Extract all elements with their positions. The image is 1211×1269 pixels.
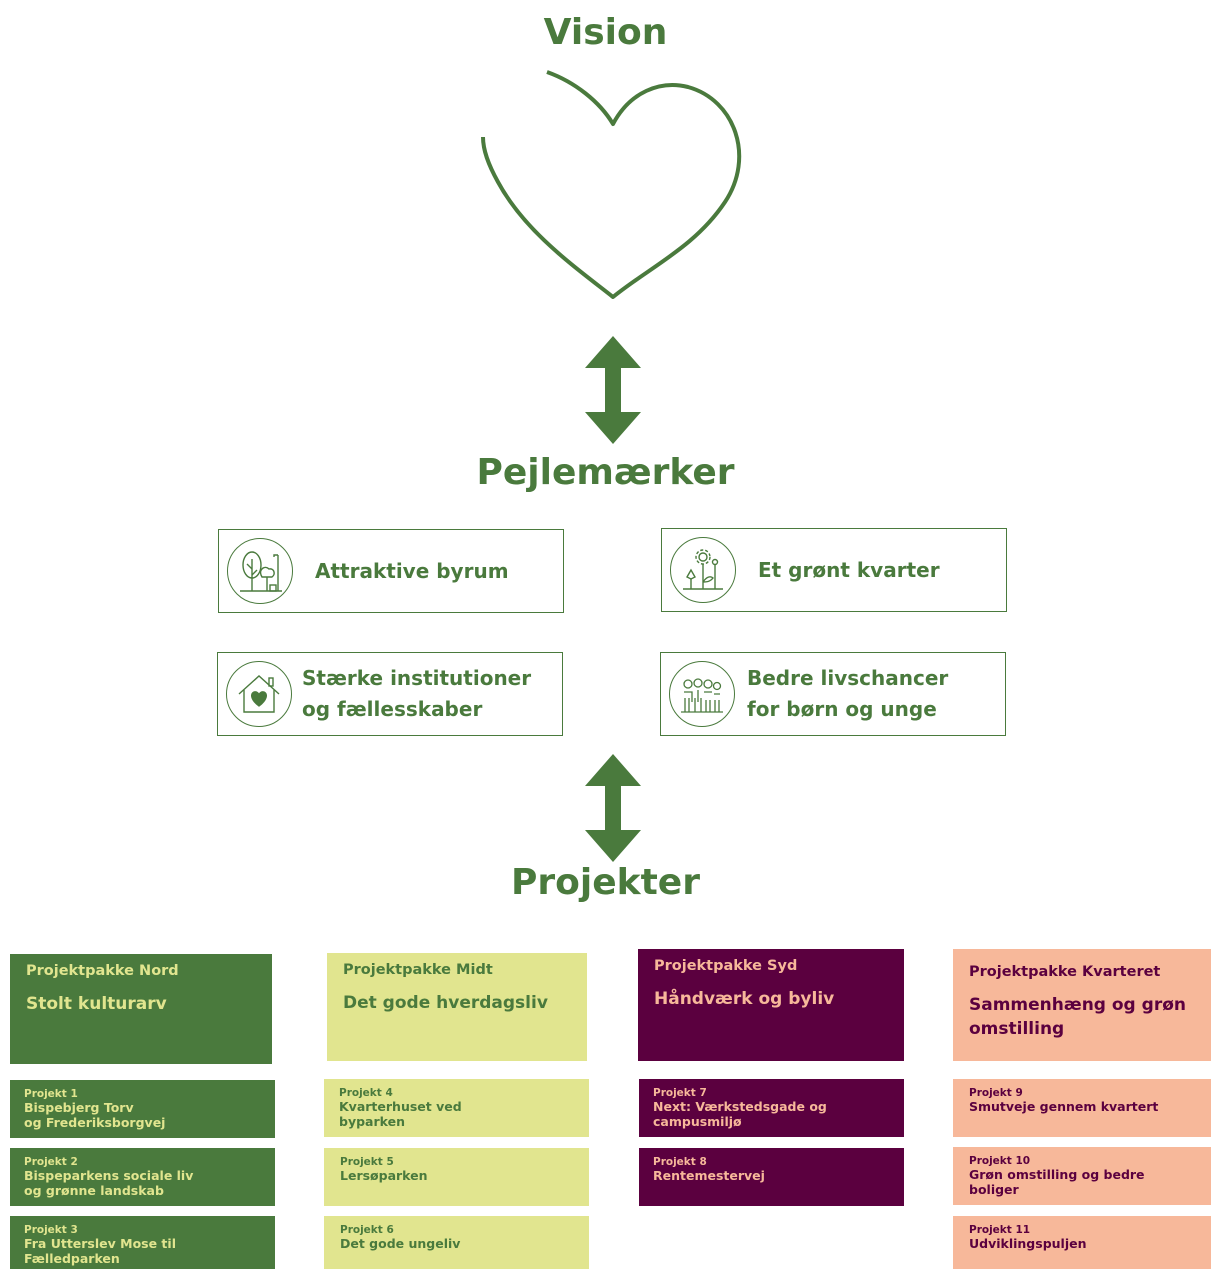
projekt-number: Projekt 5 [340,1156,394,1168]
tree-streetlamp-icon [227,538,293,604]
projekt-number: Projekt 10 [969,1155,1031,1167]
projekt-name: Next: Værkstedsgade og campusmiljø [653,1099,827,1129]
projekter-title: Projekter [511,862,700,903]
pejlemaerke-label: Et grønt kvarter [758,557,940,582]
pejlemaerke-label: Attraktive byrum [315,558,509,583]
pejlemaerker-title: Pejlemærker [476,452,735,493]
heart-icon [481,70,742,299]
projektpakke-midt: Projektpakke Midt Det gode hverdagsliv [327,953,587,1061]
projektpakke-syd: Projektpakke Syd Håndværk og byliv [638,949,904,1061]
projekt-card: Projekt 2 Bispeparkens sociale liv og gr… [10,1148,275,1206]
double-arrow-icon [585,754,641,862]
pejlemaerke-et-groent-kvarter: Et grønt kvarter [661,528,1007,612]
projektpakke-name: Projektpakke Midt [343,962,493,978]
projektpakke-name: Projektpakke Syd [654,958,798,974]
projekt-number: Projekt 9 [969,1087,1023,1099]
projekt-card: Projekt 3 Fra Utterslev Mose til Fælledp… [10,1216,275,1269]
projektpakke-name: Projektpakke Kvarteret [969,964,1161,980]
projekt-number: Projekt 7 [653,1087,707,1099]
projekt-name: Det gode ungeliv [340,1236,461,1251]
pejlemaerke-label: Stærke institutioner og fællesskaber [302,666,532,721]
projekt-name: Smutveje gennem kvartert [969,1099,1159,1114]
house-heart-icon [226,661,292,727]
double-arrow-icon [585,336,641,444]
children-group-icon [669,661,735,727]
pejlemaerke-attraktive-byrum: Attraktive byrum [218,529,564,613]
projekt-card: Projekt 7 Next: Værkstedsgade og campusm… [639,1079,904,1137]
projekt-name: Fra Utterslev Mose til Fælledparken [24,1236,176,1266]
projekt-card: Projekt 8 Rentemestervej [639,1148,904,1206]
projektpakke-name: Projektpakke Nord [26,963,179,979]
projektpakke-theme: Sammenhæng og grøn omstilling [969,995,1186,1039]
projekt-name: Bispeparkens sociale liv og grønne lands… [24,1168,194,1198]
projekt-number: Projekt 6 [340,1224,394,1236]
projektpakke-kvarteret: Projektpakke Kvarteret Sammenhæng og grø… [953,949,1211,1061]
projekt-card: Projekt 9 Smutveje gennem kvartert [953,1079,1211,1137]
projekt-number: Projekt 2 [24,1156,78,1168]
projekt-number: Projekt 3 [24,1224,78,1236]
vision-title: Vision [543,12,668,53]
projekt-number: Projekt 11 [969,1224,1031,1236]
projekt-card: Projekt 1 Bispebjerg Torv og Frederiksbo… [10,1080,275,1138]
projekt-name: Grøn omstilling og bedre boliger [969,1167,1145,1197]
projektpakke-theme: Stolt kulturarv [26,994,167,1014]
projekt-card: Projekt 6 Det gode ungeliv [324,1216,589,1269]
pejlemaerke-staerke-institutioner: Stærke institutioner og fællesskaber [217,652,563,736]
projektpakke-theme: Det gode hverdagsliv [343,993,548,1013]
pejlemaerke-bedre-livschancer: Bedre livschancer for børn og unge [660,652,1006,736]
projektpakke-theme: Håndværk og byliv [654,989,835,1009]
projekt-card: Projekt 10 Grøn omstilling og bedre boli… [953,1147,1211,1205]
projekt-number: Projekt 8 [653,1156,707,1168]
projekt-name: Bispebjerg Torv og Frederiksborgvej [24,1100,166,1130]
projekt-name: Lersøparken [340,1168,428,1183]
projekt-name: Kvarterhuset ved byparken [339,1099,462,1129]
projekt-card: Projekt 5 Lersøparken [324,1148,589,1206]
projekt-card: Projekt 4 Kvarterhuset ved byparken [324,1079,589,1137]
projekt-name: Udviklingspuljen [969,1236,1087,1251]
projektpakke-nord: Projektpakke Nord Stolt kulturarv [10,954,272,1064]
projekt-number: Projekt 4 [339,1087,393,1099]
projekt-name: Rentemestervej [653,1168,765,1183]
projekt-card: Projekt 11 Udviklingspuljen [953,1216,1211,1269]
plants-flower-icon [670,537,736,603]
pejlemaerke-label: Bedre livschancer for børn og unge [747,666,949,721]
projekt-number: Projekt 1 [24,1088,78,1100]
